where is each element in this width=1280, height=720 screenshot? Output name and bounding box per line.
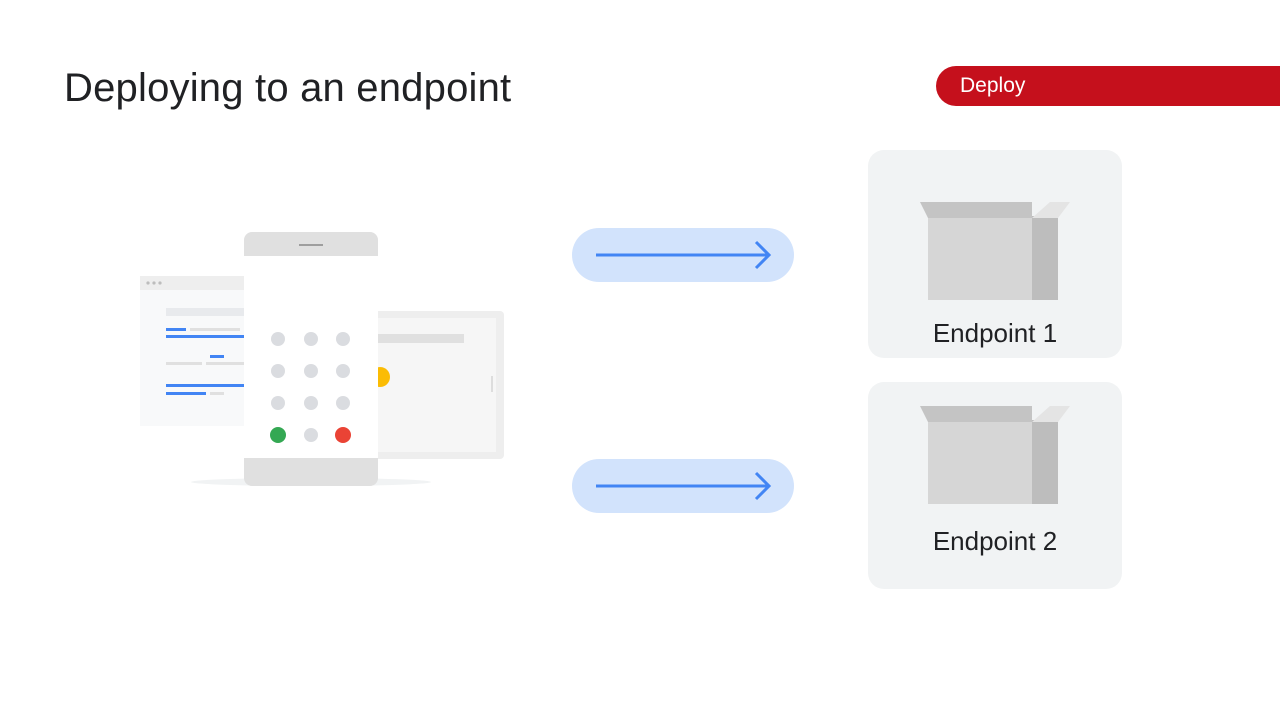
- endpoint-card-1: Endpoint 1: [868, 150, 1122, 358]
- box-icon: [920, 202, 1070, 300]
- arrow-right-icon: [596, 240, 772, 270]
- phone-keypad-icon: [244, 232, 378, 486]
- client-devices-illustration: [136, 228, 516, 503]
- arrow-right-icon: [596, 471, 772, 501]
- deploy-arrow-1: [572, 228, 794, 282]
- slide-title: Deploying to an endpoint: [64, 66, 512, 110]
- endpoint-label: Endpoint 2: [932, 526, 1058, 556]
- deploy-arrow-2: [572, 459, 794, 513]
- browser-window-icon: [140, 276, 258, 426]
- box-icon: [920, 406, 1070, 504]
- endpoint-card-2: Endpoint 2: [868, 382, 1122, 589]
- endpoint-label: Endpoint 1: [932, 318, 1058, 348]
- section-tab-label: Deploy: [960, 74, 1026, 97]
- tablet-icon: [366, 311, 504, 459]
- section-tab-deploy: Deploy: [936, 66, 1280, 106]
